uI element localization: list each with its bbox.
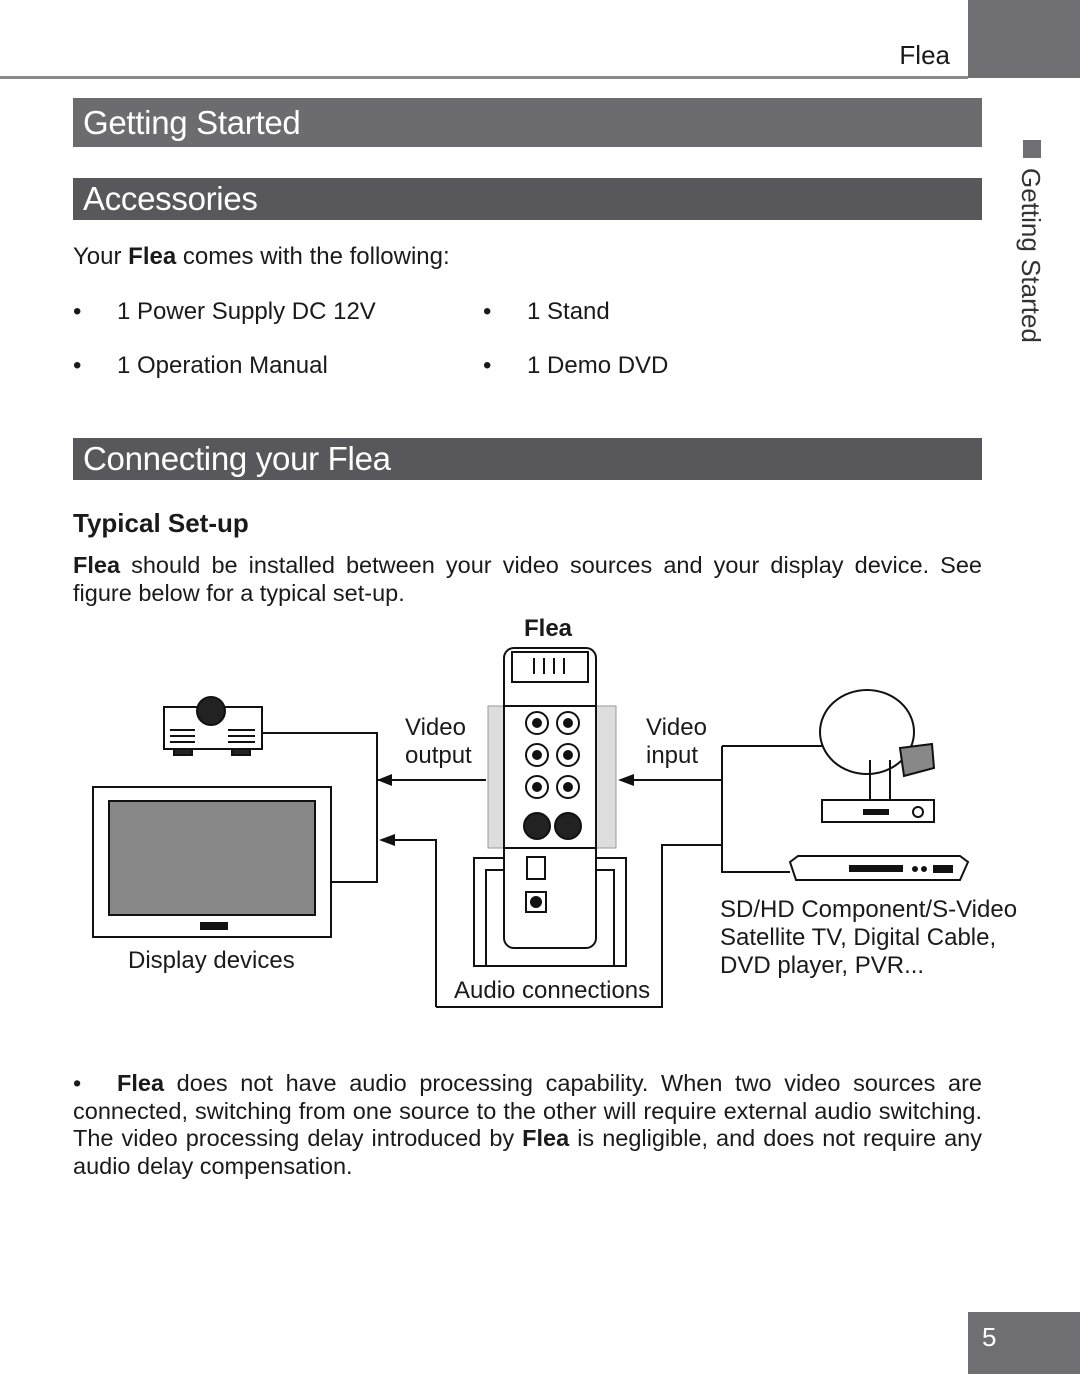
setup-text: should be installed between your video s… (73, 552, 982, 606)
note-brand: Flea (117, 1070, 165, 1096)
source-connection-lines (622, 745, 830, 873)
audio-connections-label: Audio connections (454, 977, 650, 1004)
note-text-2: is negligible, and does not require any … (73, 1125, 982, 1179)
video-input-label-line1: Video (646, 714, 707, 741)
projector-icon (163, 696, 263, 756)
section-bar-getting-started: Getting Started (73, 98, 982, 147)
setup-paragraph: Flea should be installed between your vi… (73, 552, 982, 607)
arrow-display-icon (379, 834, 395, 846)
video-input-label-line2: input (646, 742, 698, 769)
header-title: Flea (899, 40, 950, 70)
display-devices-label: Display devices (128, 947, 295, 974)
sources-label-line1: SD/HD Component/S-Video (720, 896, 1017, 923)
side-tab-marker (1023, 140, 1041, 158)
intro-suffix: comes with the following: (176, 243, 450, 270)
intro-brand: Flea (128, 243, 177, 270)
section-title-accessories: Accessories (83, 180, 258, 217)
header-tab (968, 0, 1080, 78)
display-connection-lines (262, 732, 722, 1008)
video-output-label-line1: Video (405, 714, 466, 741)
arrow-video-output-icon (377, 774, 392, 786)
subheading-typical-setup: Typical Set-up (73, 508, 249, 538)
note-bullet: • (73, 1070, 82, 1096)
section-bar-accessories: Accessories (73, 178, 982, 220)
flea-device-icon (473, 647, 627, 967)
list-item-text: 1 Power Supply DC 12V (117, 298, 376, 325)
sources-label-line2: Satellite TV, Digital Cable, (720, 924, 996, 951)
device-label: Flea (524, 615, 573, 642)
page-number-tab (968, 1312, 1080, 1374)
setup-brand: Flea (73, 552, 121, 578)
list-item-text: 1 Stand (527, 298, 610, 325)
list-item: •1 Stand (483, 298, 610, 325)
list-item-text: 1 Demo DVD (527, 352, 669, 379)
section-title-getting-started: Getting Started (83, 104, 301, 141)
section-title-connecting: Connecting your Flea (83, 440, 391, 477)
setup-diagram: Flea (92, 615, 1017, 1008)
list-item-text: 1 Operation Manual (117, 352, 328, 379)
sources-label-line3: DVD player, PVR... (720, 952, 924, 979)
note-text-1: does not have audio processing capabilit… (73, 1070, 982, 1151)
dvd-player-icon (788, 855, 970, 881)
intro-prefix: Your (73, 243, 129, 270)
section-bar-connecting: Connecting your Flea (73, 438, 982, 480)
page-number: 5 (982, 1322, 997, 1352)
header-rule (0, 76, 968, 79)
video-output-label-line2: output (405, 742, 472, 769)
audio-note-paragraph: • Flea does not have audio processing cap… (73, 1070, 982, 1180)
list-item: •1 Demo DVD (483, 352, 669, 379)
list-item: •1 Power Supply DC 12V (73, 298, 376, 325)
side-tab-label: Getting Started (1016, 168, 1046, 343)
tv-display-icon (92, 786, 332, 938)
satellite-dish-icon (819, 689, 936, 823)
arrow-video-input-icon (618, 774, 634, 786)
accessories-intro: Your Flea comes with the following: (73, 243, 450, 271)
list-item: •1 Operation Manual (73, 352, 328, 379)
note-brand-2: Flea (522, 1125, 570, 1151)
